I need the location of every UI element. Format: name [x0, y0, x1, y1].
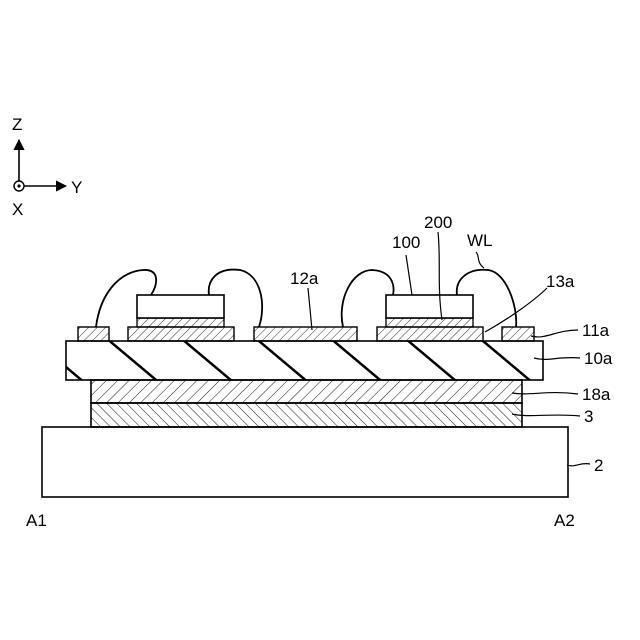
label-3: 3 — [584, 407, 593, 426]
pad-11a-right — [502, 327, 534, 341]
pad-13a — [377, 327, 483, 341]
label-12a: 12a — [290, 269, 319, 288]
pads — [78, 327, 534, 341]
label-200: 200 — [424, 213, 452, 232]
right-chip-stack — [386, 295, 473, 327]
label-a2: A2 — [554, 511, 575, 530]
label-a1: A1 — [26, 511, 47, 530]
bond-layer-200 — [386, 318, 473, 327]
label-13a: 13a — [546, 272, 575, 291]
z-axis-label: Z — [12, 115, 22, 134]
label-100: 100 — [392, 233, 420, 252]
layer-10a — [66, 341, 543, 380]
pad-12a — [254, 327, 357, 341]
label-wl: WL — [467, 231, 493, 250]
chip-left — [137, 295, 224, 318]
label-2: 2 — [594, 456, 603, 475]
layer-3 — [91, 403, 522, 427]
chip-100 — [386, 295, 473, 318]
x-axis-label: X — [12, 200, 23, 219]
label-11a: 11a — [582, 321, 610, 340]
y-axis-label: Y — [71, 178, 82, 197]
pad-11a-left — [78, 327, 109, 341]
base-2 — [42, 427, 568, 497]
label-10a: 10a — [584, 349, 613, 368]
left-chip-stack — [137, 295, 224, 327]
layer-18a — [91, 380, 522, 403]
bond-layer-left — [137, 318, 224, 327]
pad-left-chip — [128, 327, 234, 341]
axis-indicator: Z Y X — [12, 115, 82, 219]
label-18a: 18a — [582, 385, 611, 404]
